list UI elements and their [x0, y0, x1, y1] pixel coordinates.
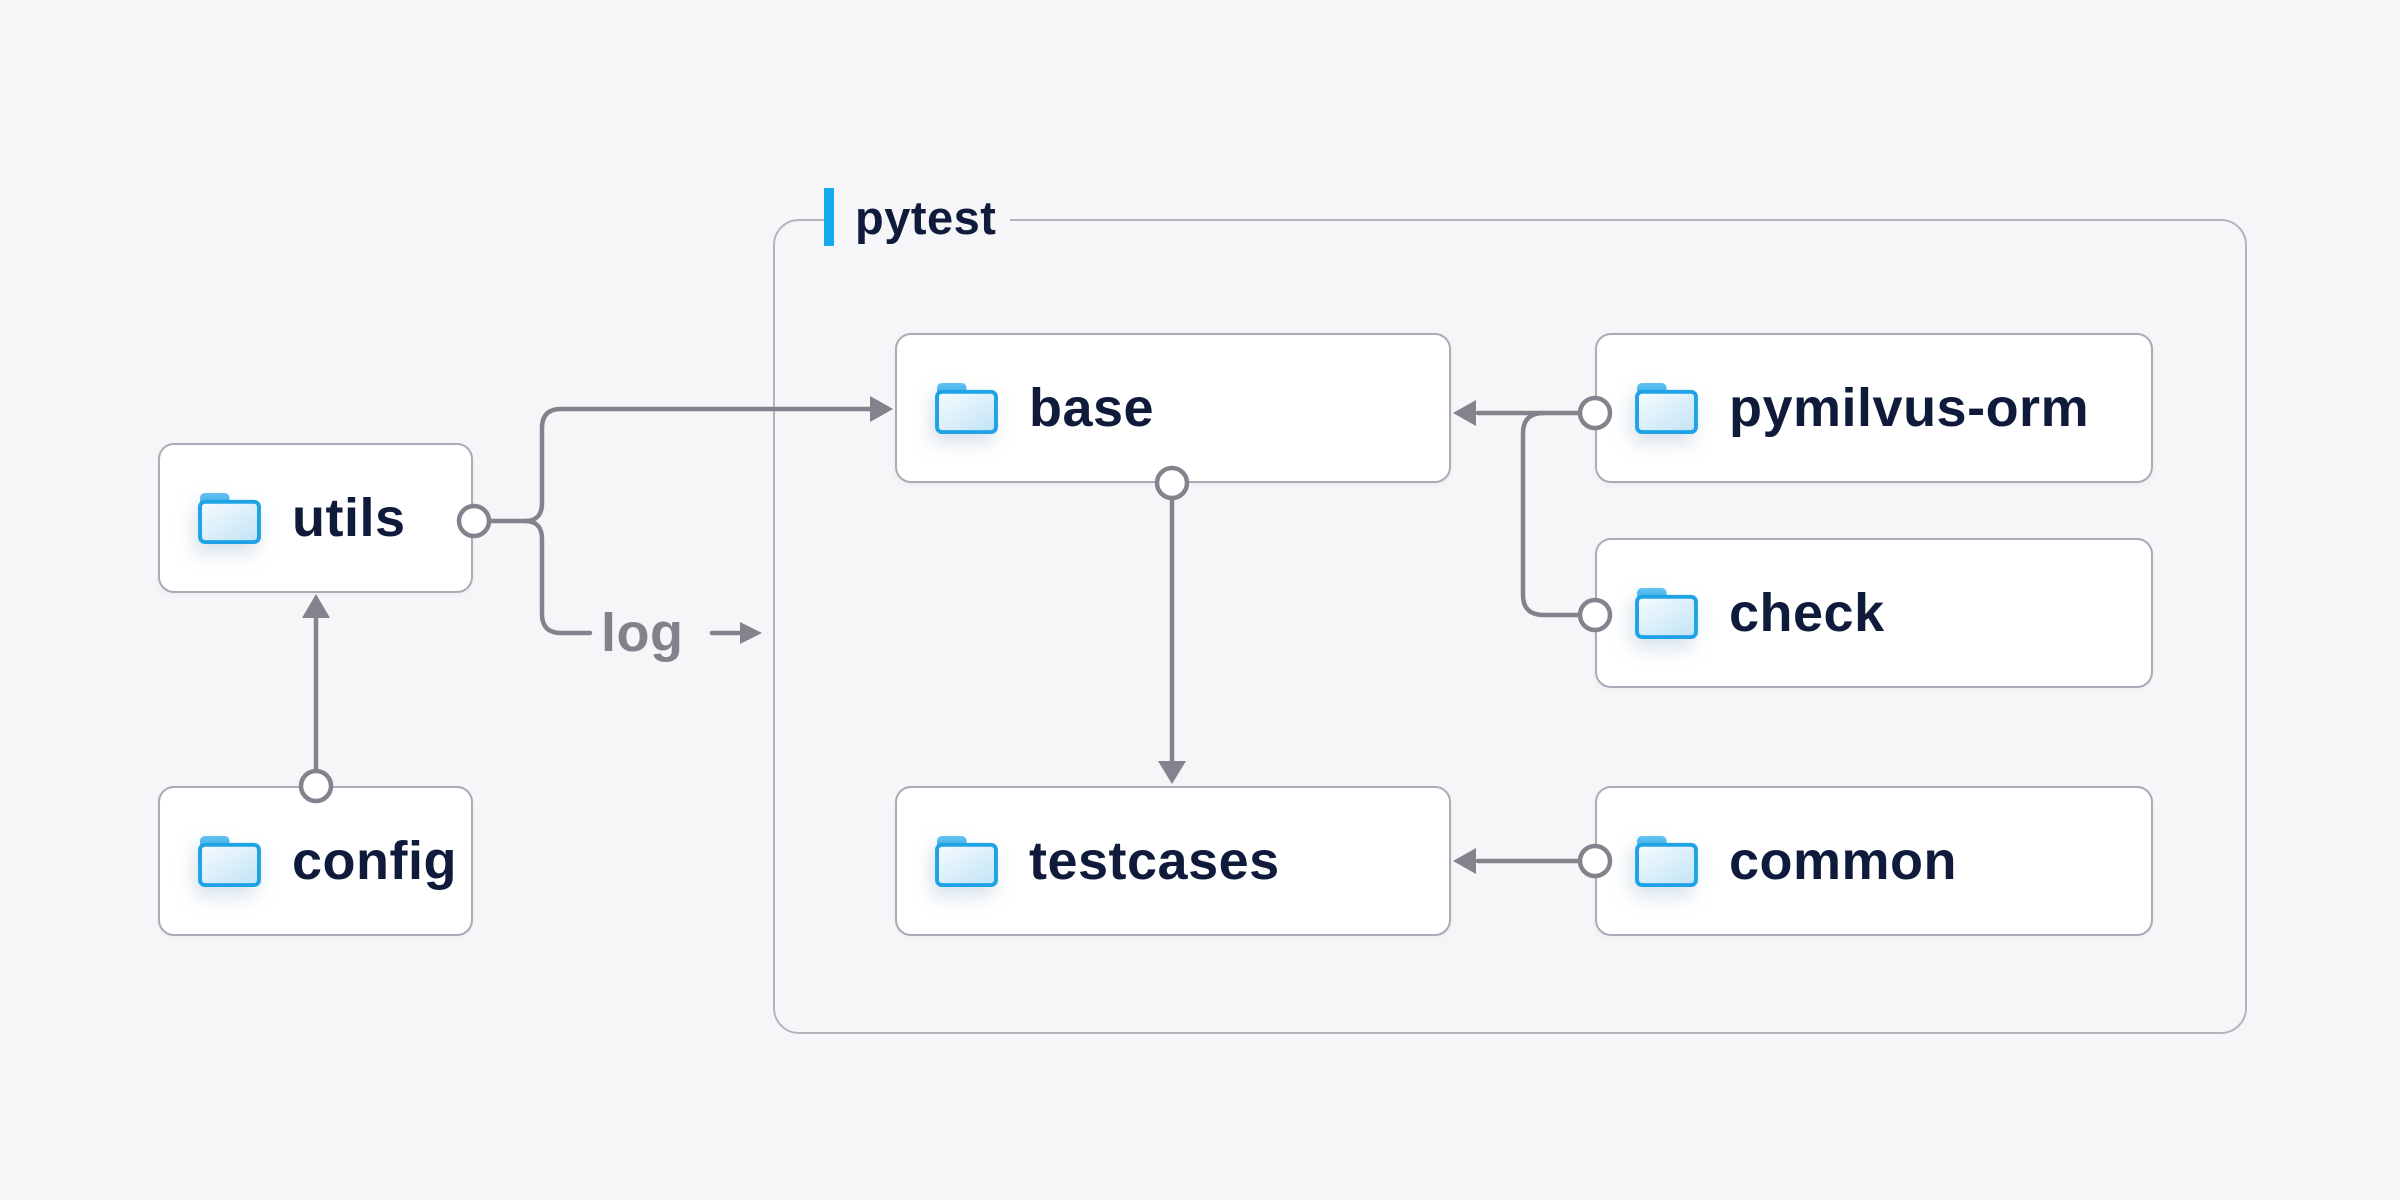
group-label-text: pytest [855, 190, 997, 244]
accent-bar [824, 188, 834, 246]
folder-icon [198, 835, 261, 887]
node-check: check [1595, 538, 2153, 688]
folder-icon [198, 492, 261, 544]
node-label: check [1729, 583, 1885, 643]
node-label: pymilvus-orm [1729, 378, 2090, 438]
node-utils: utils [158, 443, 473, 593]
edge-label-log: log [601, 603, 684, 663]
node-label: testcases [1029, 831, 1280, 891]
edge-utils-to-log [522, 518, 593, 636]
arrowhead [302, 594, 330, 618]
folder-icon [935, 382, 998, 434]
node-label: config [292, 831, 457, 891]
group-label: pytest [824, 186, 1011, 248]
arrowhead [740, 622, 762, 644]
node-base: base [895, 333, 1451, 483]
folder-icon [1635, 835, 1698, 887]
pytest-group [773, 219, 2247, 1034]
node-pymilvus-orm: pymilvus-orm [1595, 333, 2153, 483]
folder-icon [1635, 382, 1698, 434]
node-label: utils [292, 488, 406, 548]
folder-icon [935, 835, 998, 887]
node-label: common [1729, 831, 1958, 891]
node-label: base [1029, 378, 1155, 438]
node-config: config [158, 786, 473, 936]
folder-icon [1635, 587, 1698, 639]
node-common: common [1595, 786, 2153, 936]
node-testcases: testcases [895, 786, 1451, 936]
